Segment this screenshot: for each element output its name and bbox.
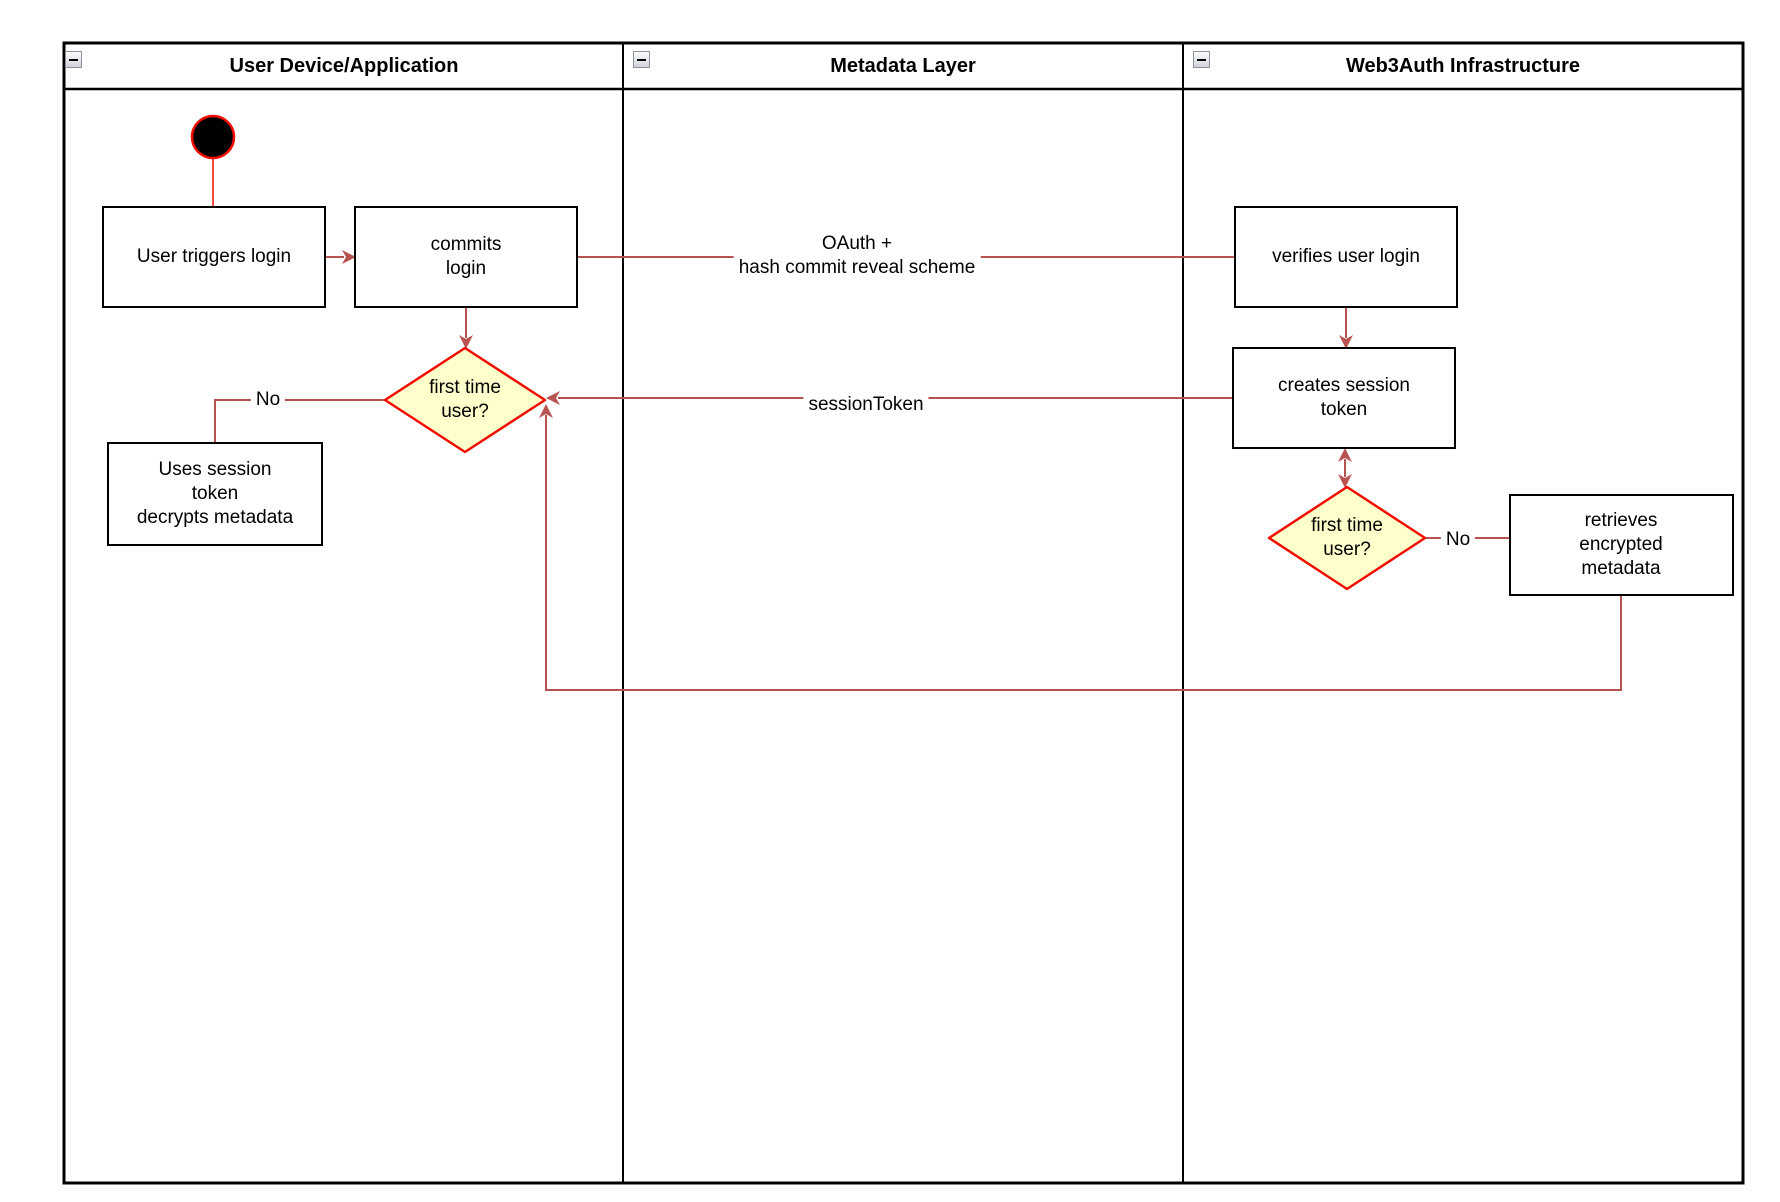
label-verifies-user-login: verifies user login [1272, 246, 1420, 267]
box-user-triggers-login[interactable] [102, 206, 326, 308]
minus-icon [69, 58, 78, 61]
arrowhead-up-create [1338, 448, 1352, 462]
lane-header-user-device: User Device/Application [229, 55, 459, 77]
minus-icon [637, 58, 646, 61]
label-first-time-user-infra: first time user? [1311, 515, 1383, 560]
label-session-token: sessionToken [803, 393, 929, 417]
arrowhead-down-decision-infra [1338, 474, 1352, 488]
decision-first-time-user-infra[interactable] [1267, 485, 1427, 591]
lane-header-metadata-layer: Metadata Layer [830, 55, 976, 77]
label-oauth-hash-commit: OAuth + hash commit reveal scheme [733, 232, 981, 280]
label-no-infra: No [1440, 528, 1476, 552]
label-retrieves-encrypted-metadata: retrieves encrypted metadata [1579, 510, 1663, 579]
lane-collapse-button[interactable] [65, 51, 82, 68]
box-commits-login[interactable] [354, 206, 578, 308]
label-creates-session-token: creates session token [1277, 375, 1411, 420]
label-user-triggers-login: User triggers login [136, 246, 292, 267]
box-verifies-user-login[interactable] [1234, 206, 1458, 308]
arrowhead-down-decision-device [459, 335, 473, 349]
label-uses-session-token: Uses session token decrypts metadata [136, 459, 294, 528]
edge-loopback[interactable] [545, 415, 1622, 691]
edges [214, 256, 1622, 691]
arrowhead-down-create [1339, 335, 1353, 349]
label-commits-login: commits login [430, 234, 502, 279]
decision-first-time-user-device[interactable] [383, 346, 547, 454]
lane-header-web3auth: Web3Auth Infrastructure [1345, 55, 1581, 77]
box-creates-session-token[interactable] [1232, 347, 1456, 449]
arrowhead-right-commit [342, 250, 356, 264]
label-first-time-user-device: first time user? [429, 377, 501, 422]
arrowhead-left-session-token [546, 391, 560, 405]
lane-collapse-button[interactable] [1193, 51, 1210, 68]
start-node[interactable] [190, 114, 236, 160]
box-uses-session-token[interactable] [107, 442, 323, 546]
arrowhead-up-loopback [539, 404, 553, 418]
arrowheads [342, 250, 1353, 488]
label-no-device: No [250, 388, 286, 412]
pool-border [62, 41, 1745, 1185]
minus-icon [1197, 58, 1206, 61]
lane-collapse-button[interactable] [633, 51, 650, 68]
edge-no-to-uses-session[interactable] [214, 399, 385, 443]
box-retrieves-encrypted-metadata[interactable] [1509, 494, 1734, 596]
